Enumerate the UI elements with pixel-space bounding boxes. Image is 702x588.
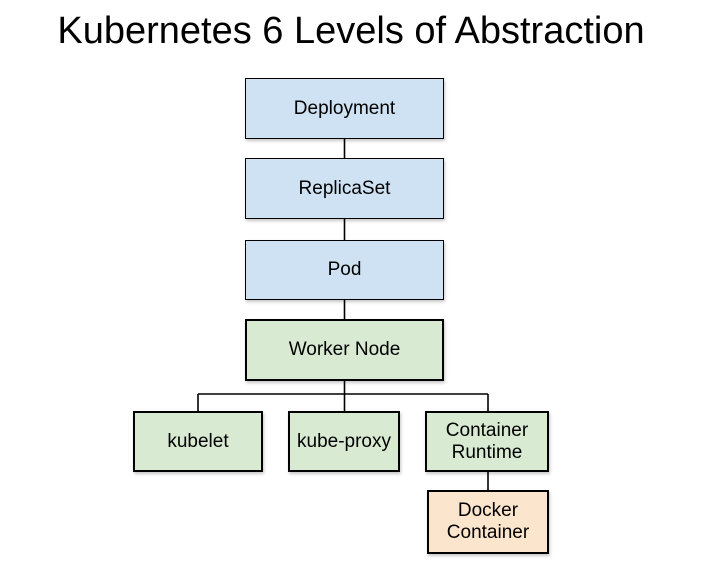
node-kubelet-label: kubelet bbox=[167, 430, 229, 452]
node-kube-proxy-label: kube-proxy bbox=[297, 430, 391, 452]
node-deployment: Deployment bbox=[245, 78, 444, 139]
node-docker-container: Docker Container bbox=[427, 490, 549, 554]
node-worker-node: Worker Node bbox=[245, 319, 444, 381]
node-docker-container-label: Docker Container bbox=[446, 500, 530, 543]
node-replicaset: ReplicaSet bbox=[245, 158, 444, 219]
node-kubelet: kubelet bbox=[133, 411, 263, 472]
node-replicaset-label: ReplicaSet bbox=[298, 177, 391, 199]
diagram-title: Kubernetes 6 Levels of Abstraction bbox=[57, 10, 645, 52]
node-kube-proxy: kube-proxy bbox=[288, 411, 400, 472]
node-container-runtime: Container Runtime bbox=[425, 411, 549, 472]
node-worker-node-label: Worker Node bbox=[288, 339, 401, 360]
node-deployment-label: Deployment bbox=[293, 97, 396, 119]
node-pod-label: Pod bbox=[327, 259, 362, 280]
node-pod: Pod bbox=[245, 240, 444, 300]
node-container-runtime-label: Container Runtime bbox=[445, 419, 529, 463]
